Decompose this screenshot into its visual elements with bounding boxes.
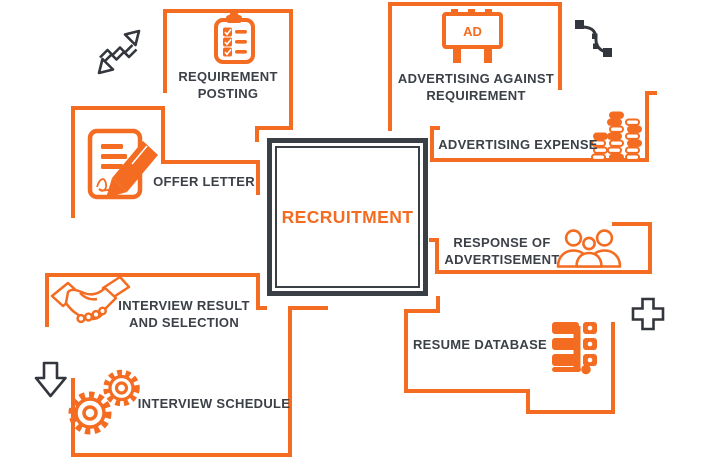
label-line: RESPONSE OF [453, 235, 551, 250]
label-requirement-posting: REQUIREMENT POSTING [178, 68, 277, 102]
connector-advertising-expense [430, 91, 657, 162]
recruitment-center-box-inner: RECRUITMENT [275, 146, 420, 288]
connector-interview-schedule [71, 306, 328, 457]
server-database-icon [552, 322, 597, 375]
label-interview-schedule: INTERVIEW SCHEDULE [138, 395, 291, 412]
label-line: ADVERTISEMENT [444, 252, 560, 267]
double-arrow-icon [97, 29, 141, 75]
label-line: ADVERTISING EXPENSE [438, 137, 598, 152]
label-line: REQUIREMENT [426, 88, 526, 103]
connector-interview-result [45, 273, 267, 327]
label-resume-database: RESUME DATABASE [413, 336, 547, 353]
plus-icon [631, 297, 665, 331]
label-response-of-advertisement: RESPONSE OF ADVERTISEMENT [444, 234, 559, 268]
people-group-icon [556, 229, 622, 268]
connector-resume-database [404, 296, 615, 414]
label-advertising-against-requirement: ADVERTISING AGAINST REQUIREMENT [398, 70, 554, 104]
label-line: INTERVIEW RESULT [118, 298, 250, 313]
coins-stack-icon [591, 111, 642, 161]
connector-advertising-against-requirement [388, 2, 562, 131]
pen-bezier-icon [575, 20, 612, 57]
gears-icon [68, 369, 140, 435]
connector-response-of-advertisement [429, 222, 652, 274]
connector-requirement-posting [163, 9, 293, 142]
document-pen-icon [87, 128, 158, 200]
label-advertising-expense: ADVERTISING EXPENSE [438, 136, 598, 153]
clipboard-checklist-icon [214, 11, 255, 64]
label-line: RESUME DATABASE [412, 337, 548, 352]
label-line: REQUIREMENT [178, 69, 278, 84]
label-line: AND SELECTION [128, 315, 240, 330]
label-line: ADVERTISING AGAINST [397, 71, 555, 86]
recruitment-center-box: RECRUITMENT [267, 138, 428, 296]
label-line: OFFER LETTER [153, 174, 255, 189]
label-line: POSTING [197, 86, 259, 101]
down-arrow-icon [34, 361, 67, 398]
label-interview-result-and-selection: INTERVIEW RESULT AND SELECTION [118, 297, 249, 331]
label-line: INTERVIEW SCHEDULE [137, 396, 291, 411]
connector-offer-letter [71, 106, 260, 218]
handshake-icon [50, 275, 131, 324]
label-offer-letter: OFFER LETTER [153, 173, 255, 190]
recruitment-title: RECRUITMENT [281, 206, 414, 227]
billboard-ad-icon: AD [442, 9, 503, 63]
billboard-ad-text: AD [463, 24, 482, 39]
